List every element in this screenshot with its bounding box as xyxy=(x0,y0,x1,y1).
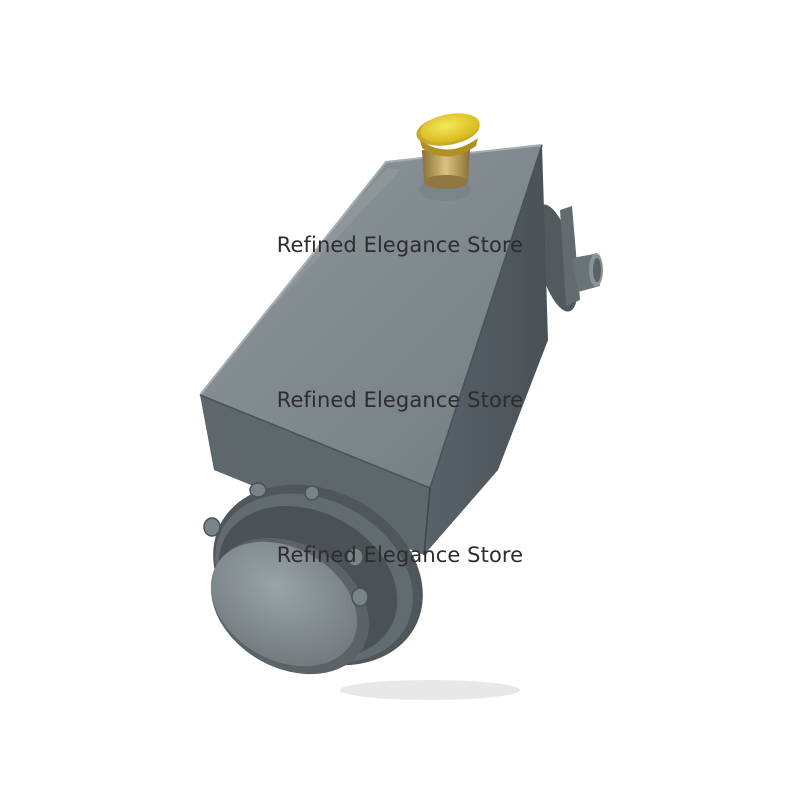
store-watermark: Refined Elegance Store xyxy=(276,233,524,257)
outlet-pipe xyxy=(572,253,603,292)
end-cover xyxy=(210,537,370,675)
store-watermark: Refined Elegance Store xyxy=(276,543,524,567)
ground-shadow xyxy=(340,680,520,700)
box-top-face xyxy=(200,145,542,488)
filler-cap xyxy=(416,113,480,201)
rear-flange xyxy=(534,204,580,312)
box-right-face xyxy=(424,145,548,555)
store-watermark: Refined Elegance Store xyxy=(276,388,524,412)
flange-bolts xyxy=(203,482,369,607)
